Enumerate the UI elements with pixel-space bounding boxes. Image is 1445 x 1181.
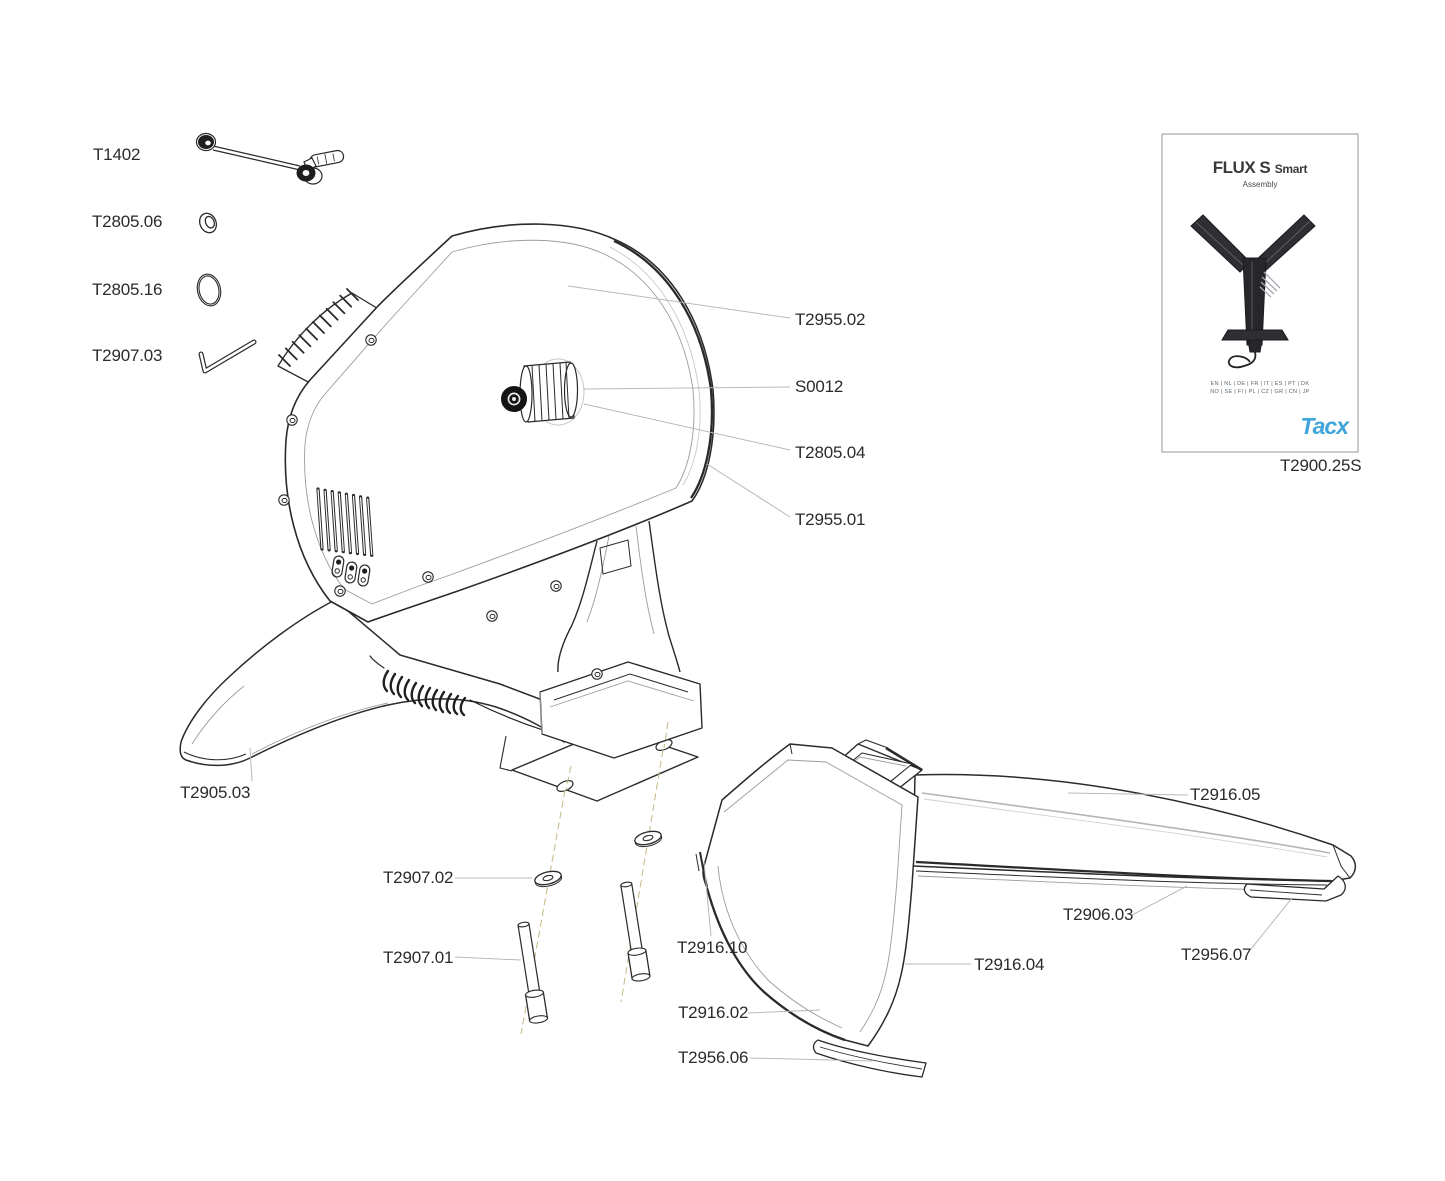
assembly-centerlines bbox=[520, 721, 669, 1035]
leg-assembly-drawing bbox=[695, 739, 1357, 1078]
manual-language-row-1: EN | NL | DE | FR | IT | ES | PT | DK bbox=[1210, 381, 1310, 387]
right-foot-cap bbox=[1243, 875, 1346, 902]
part-label-s0012: S0012 bbox=[795, 377, 844, 396]
part-label-t2907-02: T2907.02 bbox=[383, 868, 454, 887]
leader-lines bbox=[249, 285, 1293, 1062]
part-label-t2916-04: T2916.04 bbox=[974, 955, 1045, 974]
manual-cover-subtitle: Assembly bbox=[1242, 180, 1278, 189]
part-label-t2805-04: T2805.04 bbox=[795, 443, 866, 462]
washer-lower bbox=[534, 870, 563, 888]
manual-cover-title: FLUX S Smart bbox=[1162, 158, 1358, 178]
cover-screws bbox=[278, 334, 603, 680]
bushing-ring-drawing bbox=[198, 212, 218, 234]
coiled-cable bbox=[369, 655, 583, 742]
part-label-t2955-01: T2955.01 bbox=[795, 510, 866, 529]
manual-title-suffix: Smart bbox=[1274, 162, 1308, 176]
manual-cover-photo bbox=[1190, 214, 1316, 369]
vent-slats bbox=[316, 487, 374, 557]
part-label-t2916-02: T2916.02 bbox=[678, 1003, 749, 1022]
part-label-t2916-10: T2916.10 bbox=[677, 938, 748, 957]
main-unit-drawing bbox=[179, 223, 715, 1035]
part-label-t2907-03: T2907.03 bbox=[92, 346, 163, 365]
right-leg-arm bbox=[912, 773, 1357, 892]
part-label-t2905-03: T2905.03 bbox=[180, 783, 251, 802]
front-leg bbox=[695, 743, 919, 1047]
quick-release-skewer-drawing bbox=[195, 132, 345, 185]
washer-upper bbox=[634, 830, 663, 848]
manual-cover-box bbox=[1161, 133, 1359, 453]
part-label-t2916-05: T2916.05 bbox=[1190, 785, 1261, 804]
part-label-t2805-16: T2805.16 bbox=[92, 280, 163, 299]
o-ring-drawing bbox=[196, 273, 222, 307]
mounting-foot bbox=[539, 661, 703, 759]
freehub-assembly bbox=[501, 358, 585, 426]
tacx-logo: Tacx bbox=[1300, 413, 1349, 439]
led-indicators bbox=[331, 555, 371, 587]
part-label-t2907-01: T2907.01 bbox=[383, 948, 454, 967]
part-label-t2955-02: T2955.02 bbox=[795, 310, 866, 329]
manual-title-text: FLUX S bbox=[1212, 158, 1271, 177]
vent-ridge bbox=[277, 288, 381, 385]
main-unit-left-leg bbox=[179, 599, 591, 767]
bolt-left bbox=[517, 921, 549, 1024]
flywheel-cover bbox=[284, 223, 715, 623]
allen-key-drawing bbox=[198, 339, 257, 374]
manual-language-row-2: NO | SE | FI | PL | CZ | GR | CN | JP bbox=[1210, 389, 1310, 395]
part-label-t2956-06: T2956.06 bbox=[678, 1048, 749, 1067]
part-label-t1402: T1402 bbox=[93, 145, 141, 164]
support-column bbox=[557, 520, 681, 673]
front-foot-cap bbox=[812, 1039, 927, 1078]
part-label-t2900-25s: T2900.25S bbox=[1280, 456, 1362, 475]
bolt-right bbox=[620, 881, 651, 982]
part-label-t2956-07: T2956.07 bbox=[1181, 945, 1252, 964]
part-label-t2805-06: T2805.06 bbox=[92, 212, 163, 231]
part-label-t2906-03: T2906.03 bbox=[1063, 905, 1134, 924]
